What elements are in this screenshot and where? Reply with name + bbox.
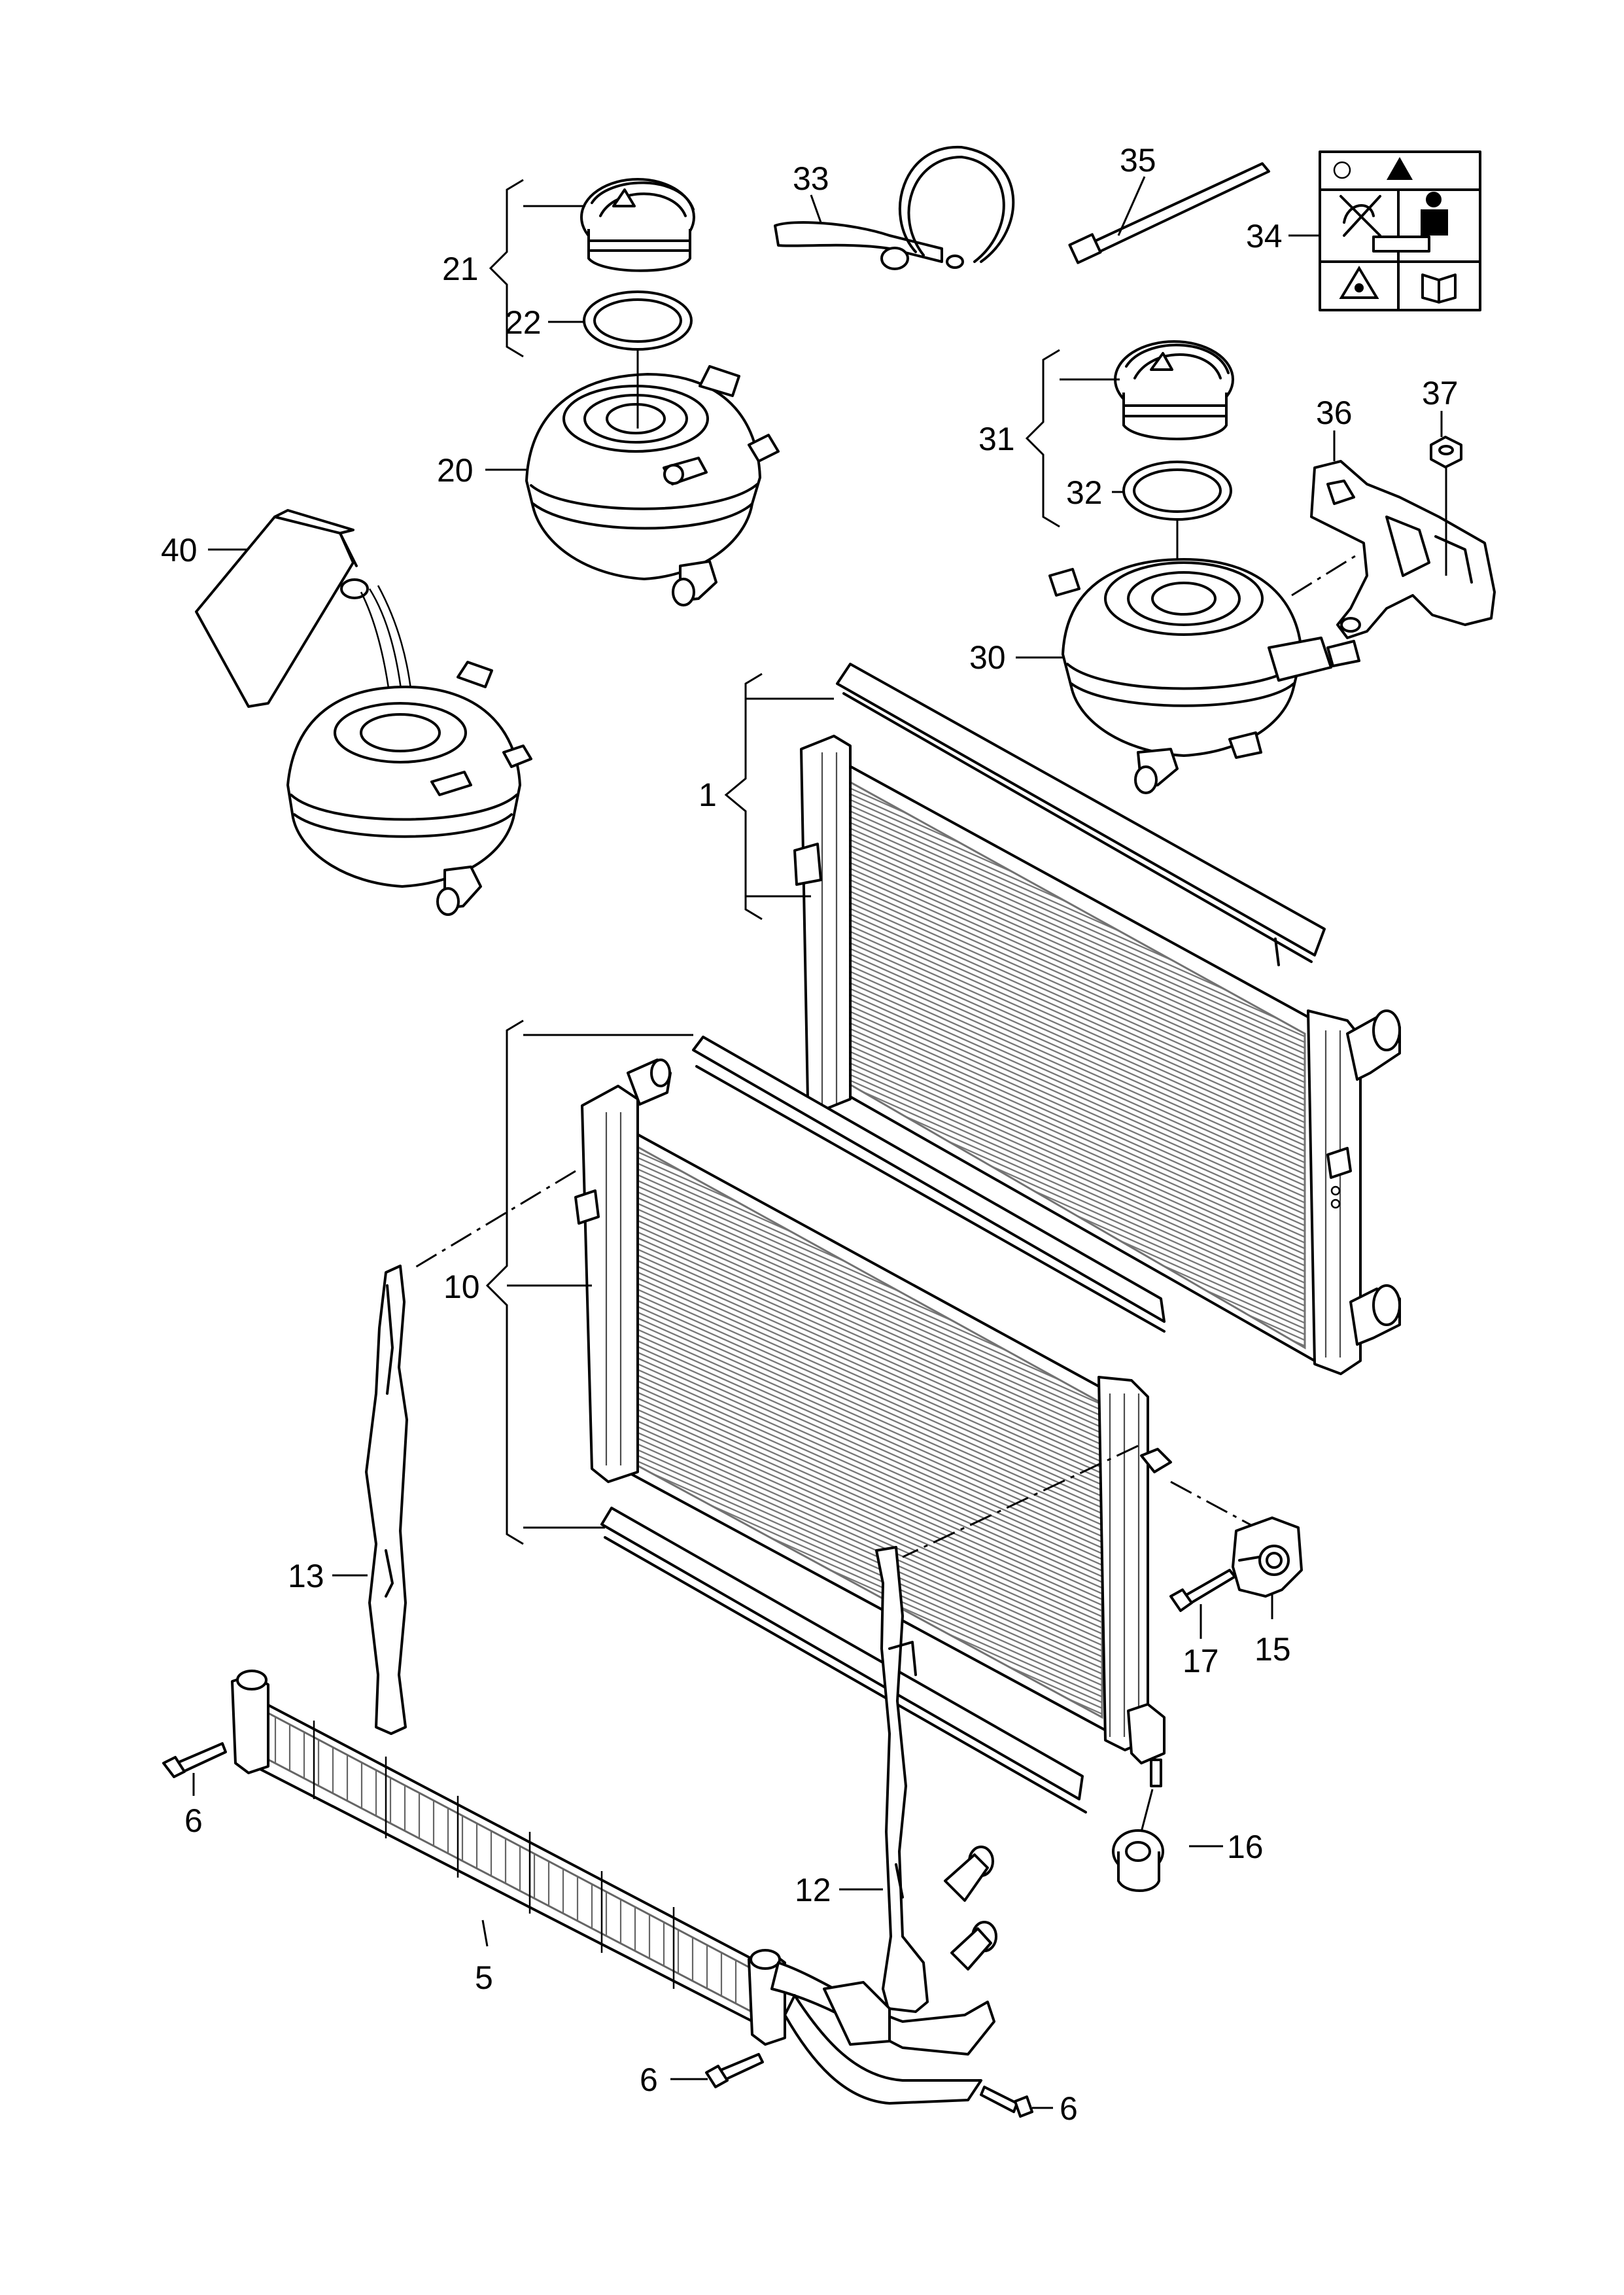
no-open-hot-icon	[1339, 195, 1381, 237]
leader-5	[481, 1919, 489, 1947]
coolant-hose	[770, 1846, 997, 2105]
part-label-32: 32	[1066, 474, 1103, 511]
warning-label-34	[1319, 150, 1481, 311]
protective-gear-icon	[1421, 192, 1448, 236]
part-label-36: 36	[1316, 394, 1353, 431]
tank-cap-31	[1114, 340, 1234, 440]
part-label-21: 21	[442, 251, 479, 287]
bolt-17	[1169, 1569, 1236, 1612]
seal-12	[875, 1546, 929, 2013]
part-label-20: 20	[437, 452, 474, 489]
info-circle-icon	[1333, 161, 1351, 179]
coolant-drop-warning-icon	[1339, 266, 1379, 299]
part-label-12: 12	[795, 1872, 831, 1908]
bolt-6-left	[162, 1742, 227, 1778]
coolant-bottle-40	[195, 509, 369, 708]
bracket-15	[1232, 1516, 1303, 1598]
assembly-line	[1140, 1789, 1154, 1832]
part-label-10: 10	[443, 1269, 480, 1305]
part-label-30: 30	[969, 639, 1006, 676]
leader-33	[810, 194, 822, 223]
part-label-33: 33	[793, 160, 829, 197]
part-label-13: 13	[288, 1558, 324, 1594]
part-label-16: 16	[1227, 1829, 1264, 1865]
part-label-22: 22	[505, 304, 542, 341]
tank-cap-21	[580, 178, 695, 272]
seal-ring-32	[1122, 461, 1232, 521]
brace-21	[489, 179, 524, 358]
brace-1	[724, 673, 763, 920]
part-label-6-right: 6	[1060, 2090, 1078, 2127]
expansion-tank-30	[1048, 558, 1360, 794]
part-label-40: 40	[161, 532, 198, 569]
bolt-6-right	[980, 2086, 1033, 2118]
seal-ring-22	[583, 290, 693, 351]
radiator-1	[793, 663, 1401, 1375]
part-label-15: 15	[1254, 1631, 1291, 1668]
bolt-6-bottom	[705, 2053, 764, 2088]
bracket-36	[1310, 460, 1496, 639]
aux-radiator-5	[231, 1670, 786, 2046]
nut-37	[1430, 436, 1462, 468]
expansion-tank-20	[525, 365, 780, 606]
assembly-line	[902, 1445, 1139, 1558]
warning-triangle-icon	[1387, 157, 1413, 180]
manual-book-icon	[1421, 273, 1457, 304]
part-label-5: 5	[475, 1959, 493, 1996]
brace-31	[1025, 349, 1060, 528]
strap-33	[774, 145, 1015, 270]
plug-16	[1112, 1829, 1164, 1892]
brace-10	[485, 1019, 524, 1545]
assembly-line	[1291, 552, 1361, 597]
part-label-35: 35	[1120, 142, 1156, 179]
leader-35	[1117, 176, 1146, 236]
part-label-37: 37	[1422, 375, 1459, 412]
radiator-10	[574, 1036, 1172, 1813]
part-label-6-left: 6	[184, 1802, 203, 1839]
assembly-line	[1170, 1480, 1256, 1529]
cable-tie-35	[1068, 162, 1270, 264]
part-label-1: 1	[699, 777, 717, 813]
part-label-34: 34	[1246, 218, 1283, 254]
part-label-17: 17	[1183, 1643, 1219, 1679]
assembly-line	[411, 1170, 576, 1270]
part-label-6-bottom: 6	[640, 2061, 658, 2098]
expansion-tank-fill	[286, 661, 532, 916]
label-strip	[1372, 236, 1430, 253]
part-label-31: 31	[978, 421, 1015, 457]
seal-13	[365, 1265, 408, 1735]
